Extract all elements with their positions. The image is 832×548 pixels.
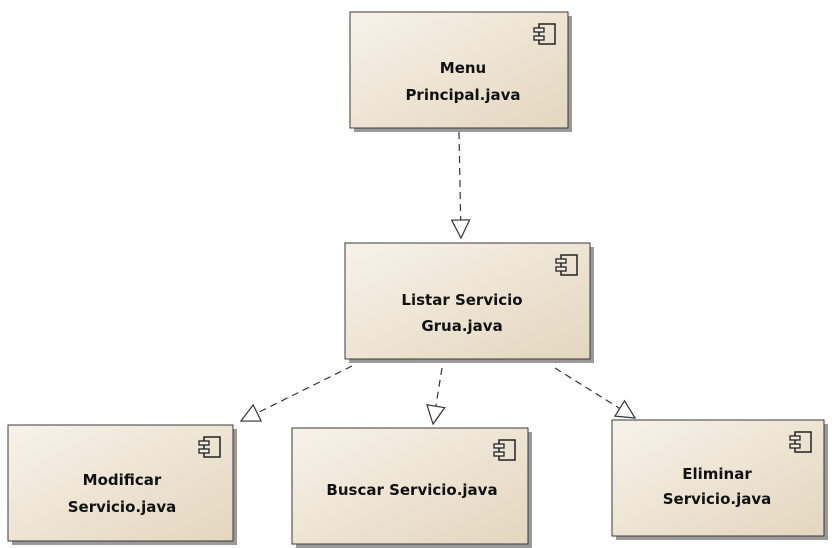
component-box xyxy=(291,427,529,545)
open-arrowhead xyxy=(450,219,471,240)
component-box xyxy=(611,419,825,537)
component-label: Grua.java xyxy=(421,317,502,335)
component-label: Buscar Servicio.java xyxy=(326,481,497,499)
dependency-line xyxy=(435,367,443,407)
component-icon xyxy=(555,254,578,276)
dependency-menu-to-listar xyxy=(450,131,471,240)
component-label: Listar Servicio xyxy=(401,291,522,309)
dependency-line xyxy=(256,365,353,414)
component-label: Menu xyxy=(440,59,486,77)
open-arrowhead xyxy=(239,403,263,422)
open-arrowhead xyxy=(613,399,637,419)
component-label: Servicio.java xyxy=(68,498,177,516)
component-label: Modificar xyxy=(83,471,162,489)
component-icon xyxy=(198,436,221,458)
dependency-line xyxy=(554,367,621,409)
component-box xyxy=(344,242,591,360)
component-label: Servicio.java xyxy=(663,490,772,508)
dependency-listar-to-eliminar xyxy=(554,367,637,419)
dependency-line xyxy=(458,131,462,221)
component-box xyxy=(7,424,234,542)
component-label: Principal.java xyxy=(405,86,520,104)
open-arrowhead xyxy=(426,404,446,426)
dependency-listar-to-modificar xyxy=(239,365,353,422)
component-buscar[interactable]: Buscar Servicio.java xyxy=(291,427,532,548)
component-icon xyxy=(493,439,516,461)
component-icon xyxy=(789,431,812,453)
component-box xyxy=(349,11,569,129)
component-label: Eliminar xyxy=(682,465,752,483)
dependency-listar-to-buscar xyxy=(426,367,446,426)
component-icon xyxy=(533,23,556,45)
